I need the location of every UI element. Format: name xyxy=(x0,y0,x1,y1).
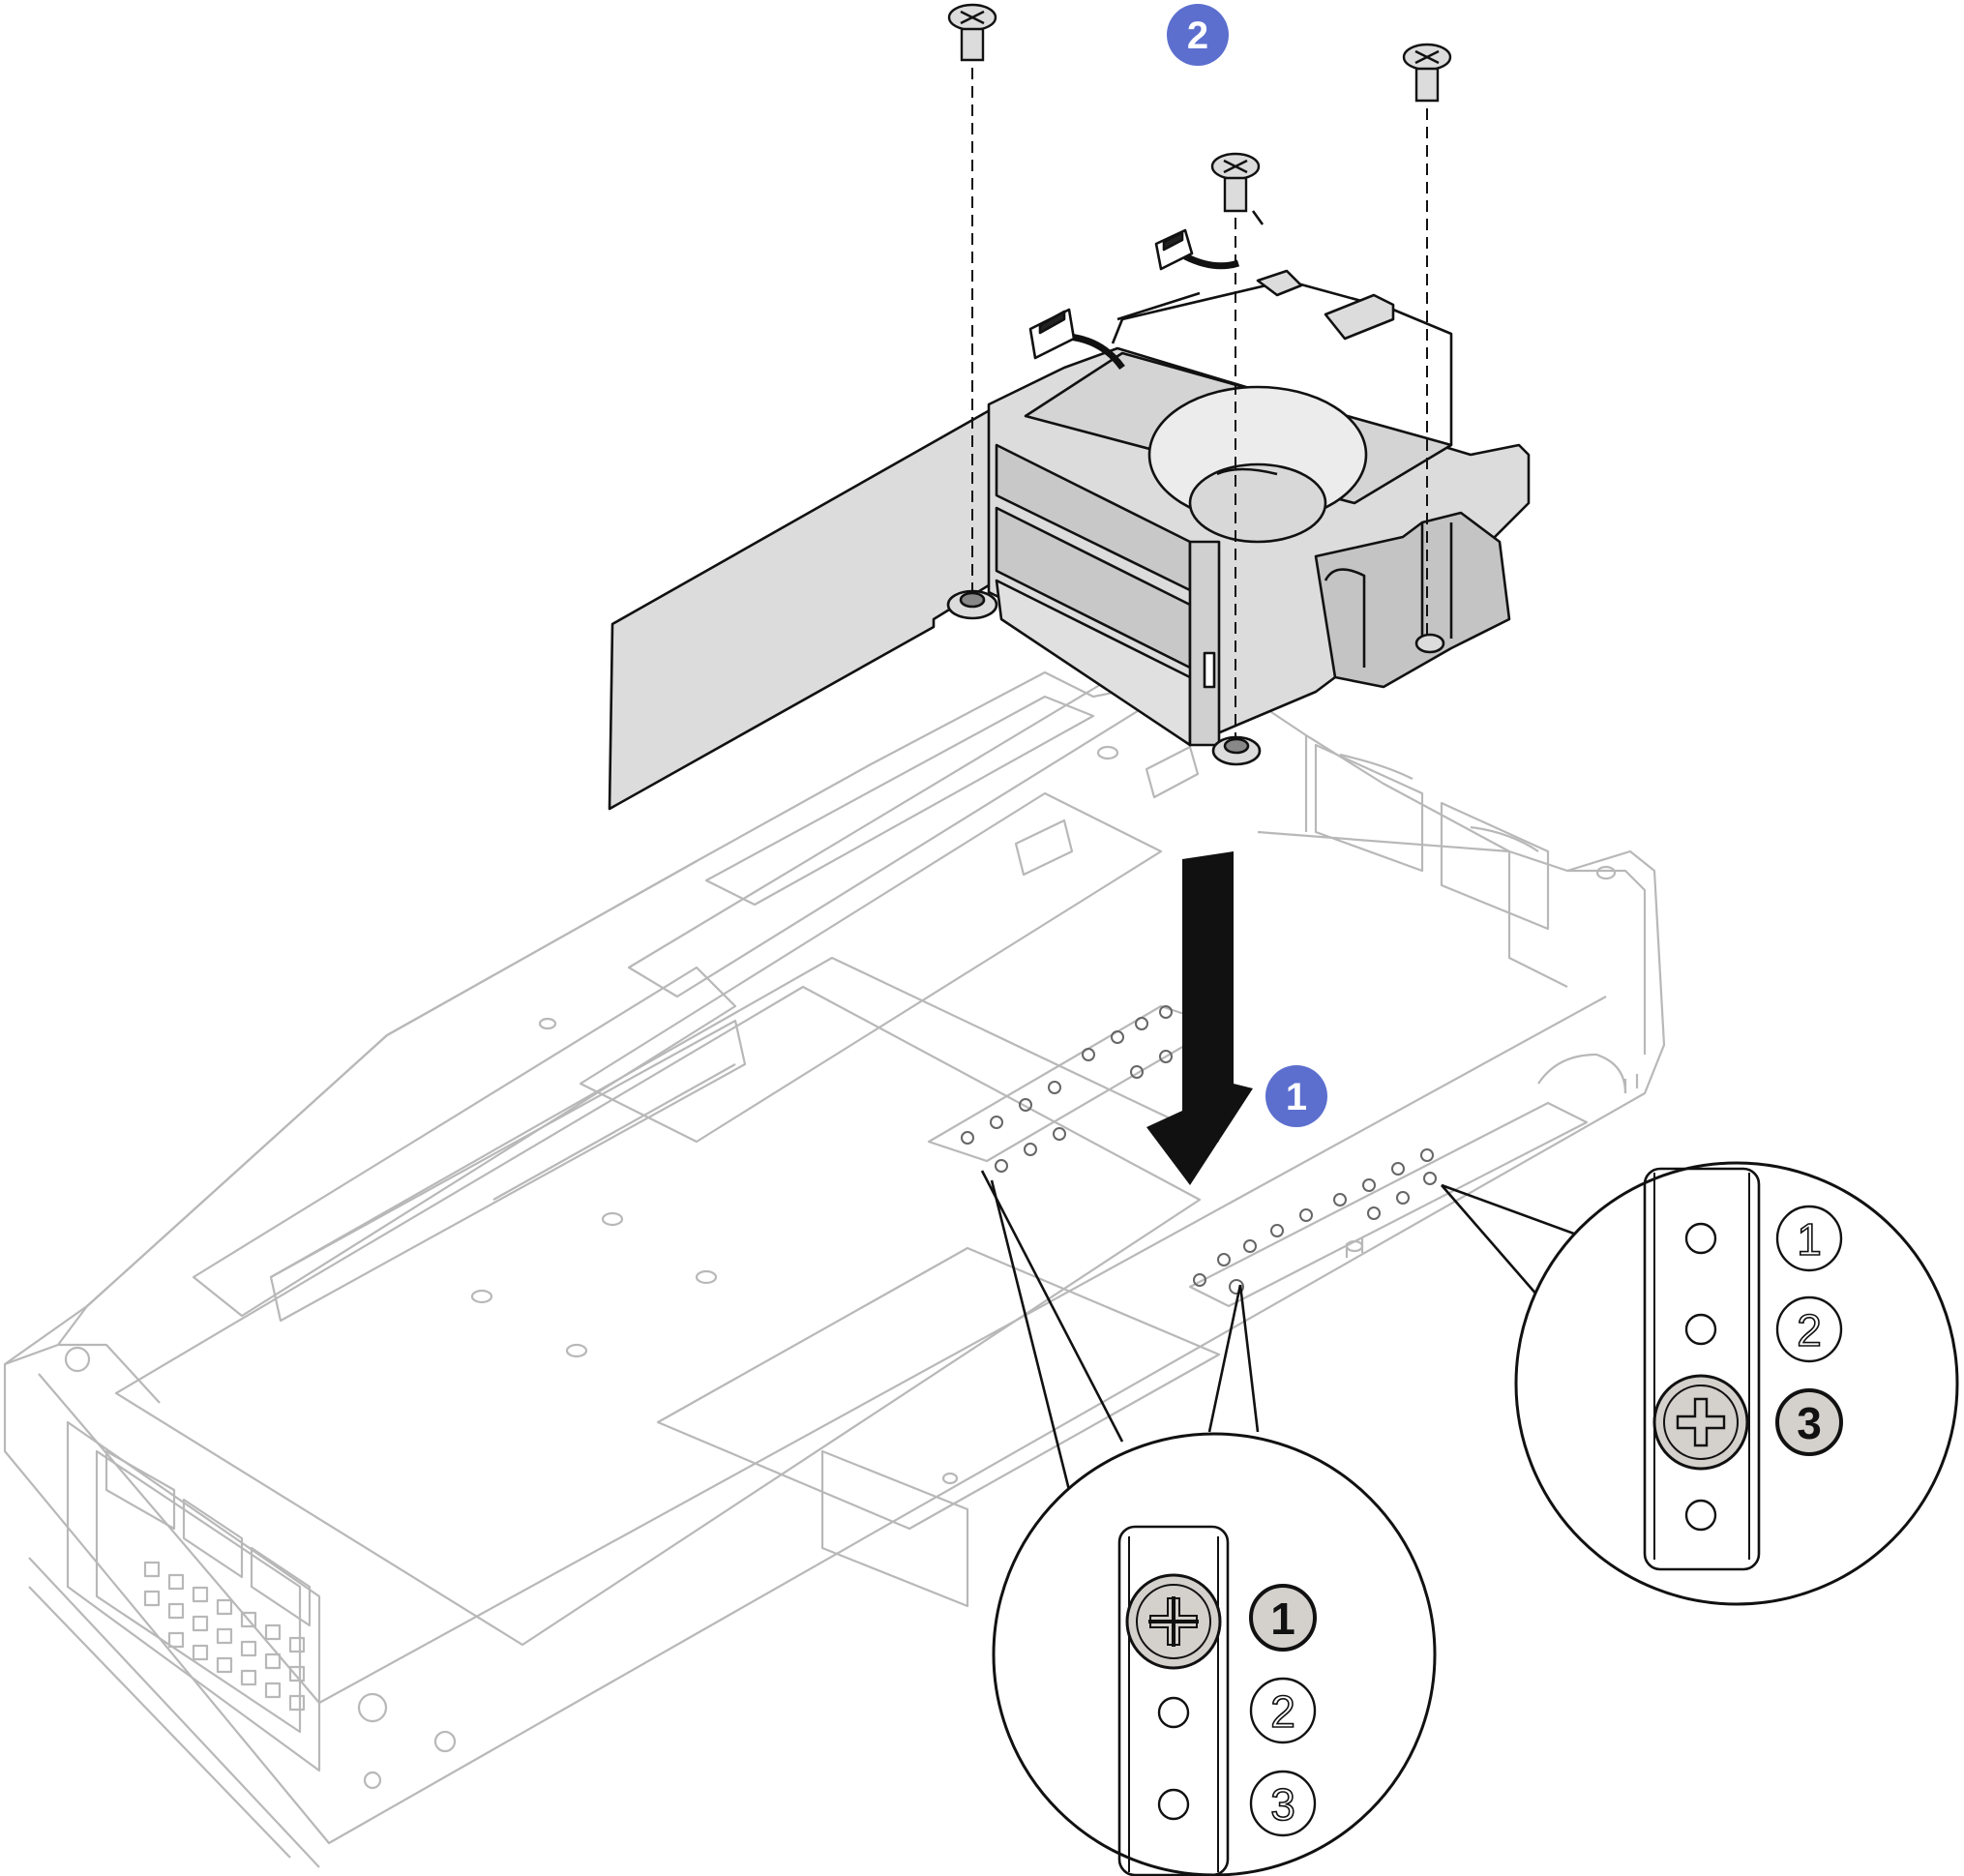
left-position-1-label: 1 xyxy=(1270,1593,1295,1644)
step-badge-2: 2 xyxy=(1167,4,1229,66)
left-slot-callout: 1 2 3 xyxy=(992,1432,1437,1876)
left-callout-position-1: 1 xyxy=(1249,1584,1317,1652)
vent-grid xyxy=(143,1561,306,1712)
step-1-label: 1 xyxy=(1286,1076,1307,1118)
right-slot-callout: 1 2 3 xyxy=(1514,1161,1959,1606)
connector-icon xyxy=(1028,228,1194,360)
left-position-2-label: 2 xyxy=(1270,1686,1295,1737)
down-arrow-icon xyxy=(1146,851,1253,1185)
left-callout-screw-icon xyxy=(1125,1573,1222,1670)
riser-cage-base xyxy=(3,670,1666,1868)
left-callout-position-3: 3 xyxy=(1249,1770,1317,1837)
right-position-1-label: 1 xyxy=(1797,1214,1822,1265)
fan-cable xyxy=(1068,333,1125,371)
left-position-3-label: 3 xyxy=(1270,1779,1295,1830)
right-callout-screw-icon xyxy=(1652,1374,1749,1471)
right-callout-position-2: 2 xyxy=(1775,1295,1843,1363)
right-position-3-label: 3 xyxy=(1797,1398,1822,1448)
riser-card xyxy=(608,404,998,811)
screw-icon xyxy=(947,3,1452,213)
slot-rail-holes xyxy=(961,1005,1437,1295)
right-callout-position-3: 3 xyxy=(1775,1388,1843,1456)
base-connector-icon xyxy=(1014,745,1200,877)
left-callout-position-2: 2 xyxy=(1249,1677,1317,1744)
callout-leaders xyxy=(980,1170,1583,1491)
screw-guide-lines xyxy=(971,68,1428,737)
fan-module xyxy=(608,210,1531,811)
step-2-label: 2 xyxy=(1187,15,1208,57)
step-badge-1: 1 xyxy=(1265,1065,1327,1127)
right-callout-position-1: 1 xyxy=(1775,1205,1843,1272)
right-position-2-label: 2 xyxy=(1797,1305,1822,1355)
